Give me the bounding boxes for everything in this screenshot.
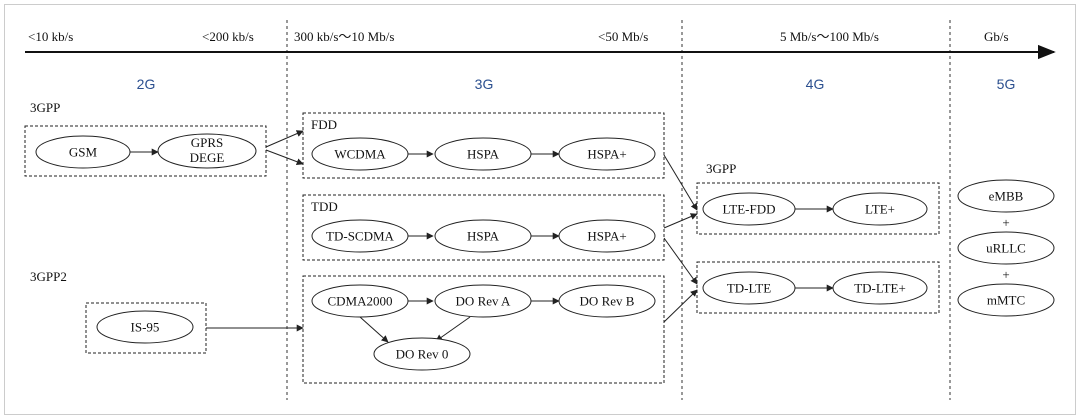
node-hspa-fdd-label: HSPA <box>467 147 500 162</box>
node-mmtc-label: mMTC <box>987 293 1025 308</box>
rate-label-r2: <200 kb/s <box>202 29 254 44</box>
box-3g-tdd <box>302 194 665 261</box>
node-gprs: GPRS DEGE <box>157 133 257 169</box>
node-hspa-tdd-label: HSPA <box>467 229 500 244</box>
group-label-3gpp-4g: 3GPP <box>706 161 736 176</box>
edge-2g-to-fdd-lower <box>265 149 304 166</box>
node-dorev-b: DO Rev B <box>558 284 656 318</box>
node-dorev-b-label: DO Rev B <box>580 294 635 309</box>
node-td-lte-label: TD-LTE <box>727 281 771 296</box>
box-3g-fdd <box>302 112 665 179</box>
gen-label-3g: 3G <box>475 76 494 92</box>
group-label-tdd: TDD <box>311 199 338 214</box>
rate-label-r6: Gb/s <box>984 29 1009 44</box>
node-embb-label: eMBB <box>989 189 1024 204</box>
node-is95: IS-95 <box>96 310 194 344</box>
node-dorev-0-label: DO Rev 0 <box>396 347 449 362</box>
rate-label-r1: <10 kb/s <box>28 29 73 44</box>
rate-label-r4: <50 Mb/s <box>598 29 648 44</box>
node-mmtc: mMTC <box>957 283 1055 317</box>
rate-label-r5: 5 Mb/s～100 Mb/s <box>780 29 879 44</box>
edge-cdma-to-td-lte <box>663 289 698 323</box>
node-td-lte-plus: TD-LTE+ <box>832 271 928 305</box>
node-hspap-fdd-label: HSPA+ <box>587 147 626 162</box>
node-urllc-label: uRLLC <box>986 241 1026 256</box>
node-cdma2000: CDMA2000 <box>311 284 409 318</box>
node-hspap-tdd: HSPA+ <box>558 219 656 253</box>
node-gsm-label: GSM <box>69 145 98 160</box>
node-dorev-a: DO Rev A <box>434 284 532 318</box>
node-lte-fdd: LTE-FDD <box>702 192 796 226</box>
node-hspa-fdd: HSPA <box>434 137 532 171</box>
node-td-lte-plus-label: TD-LTE+ <box>854 281 906 296</box>
group-label-fdd: FDD <box>311 117 337 132</box>
box-4g-td-lte <box>696 261 940 314</box>
node-hspa-tdd: HSPA <box>434 219 532 253</box>
node-wcdma: WCDMA <box>311 137 409 171</box>
node-hspap-tdd-label: HSPA+ <box>587 229 626 244</box>
node-gprs-label-line2: DEGE <box>190 150 225 165</box>
box-2g-3gpp <box>24 125 267 177</box>
gen-label-4g: 4G <box>806 76 825 92</box>
node-lte-fdd-label: LTE-FDD <box>723 202 776 217</box>
node-urllc: uRLLC <box>957 231 1055 265</box>
node-tdscdma-label: TD-SCDMA <box>326 229 395 244</box>
rate-label-r3: 300 kb/s～10 Mb/s <box>294 29 394 44</box>
node-hspap-fdd: HSPA+ <box>558 137 656 171</box>
edge-cdma2000-dorev0 <box>359 316 389 343</box>
outer-frame <box>4 4 1076 415</box>
node-cdma2000-label: CDMA2000 <box>327 294 392 309</box>
node-dorev-0: DO Rev 0 <box>373 337 471 371</box>
edge-fdd-to-lte-fdd <box>663 154 698 211</box>
group-label-3gpp-2g: 3GPP <box>30 100 60 115</box>
node-gprs-label-line1: GPRS <box>191 135 224 150</box>
edge-tdd-to-lte-fdd <box>663 213 698 229</box>
node-lte-plus-label: LTE+ <box>865 202 895 217</box>
edge-dorevA-dorev0 <box>435 316 471 342</box>
plus-sign-2: + <box>1002 267 1009 282</box>
node-embb: eMBB <box>957 179 1055 213</box>
node-wcdma-label: WCDMA <box>334 147 386 162</box>
node-lte-plus: LTE+ <box>832 192 928 226</box>
node-gsm: GSM <box>35 135 131 169</box>
plus-sign-1: + <box>1002 215 1009 230</box>
gen-label-5g: 5G <box>997 76 1016 92</box>
edge-tdd-to-td-lte <box>663 237 698 285</box>
node-td-lte: TD-LTE <box>702 271 796 305</box>
group-label-3gpp2: 3GPP2 <box>30 269 67 284</box>
edges <box>130 130 834 343</box>
edge-2g-to-fdd-upper <box>265 130 304 148</box>
node-dorev-a-label: DO Rev A <box>456 294 512 309</box>
node-is95-label: IS-95 <box>131 320 160 335</box>
gen-label-2g: 2G <box>137 76 156 92</box>
node-tdscdma: TD-SCDMA <box>311 219 409 253</box>
